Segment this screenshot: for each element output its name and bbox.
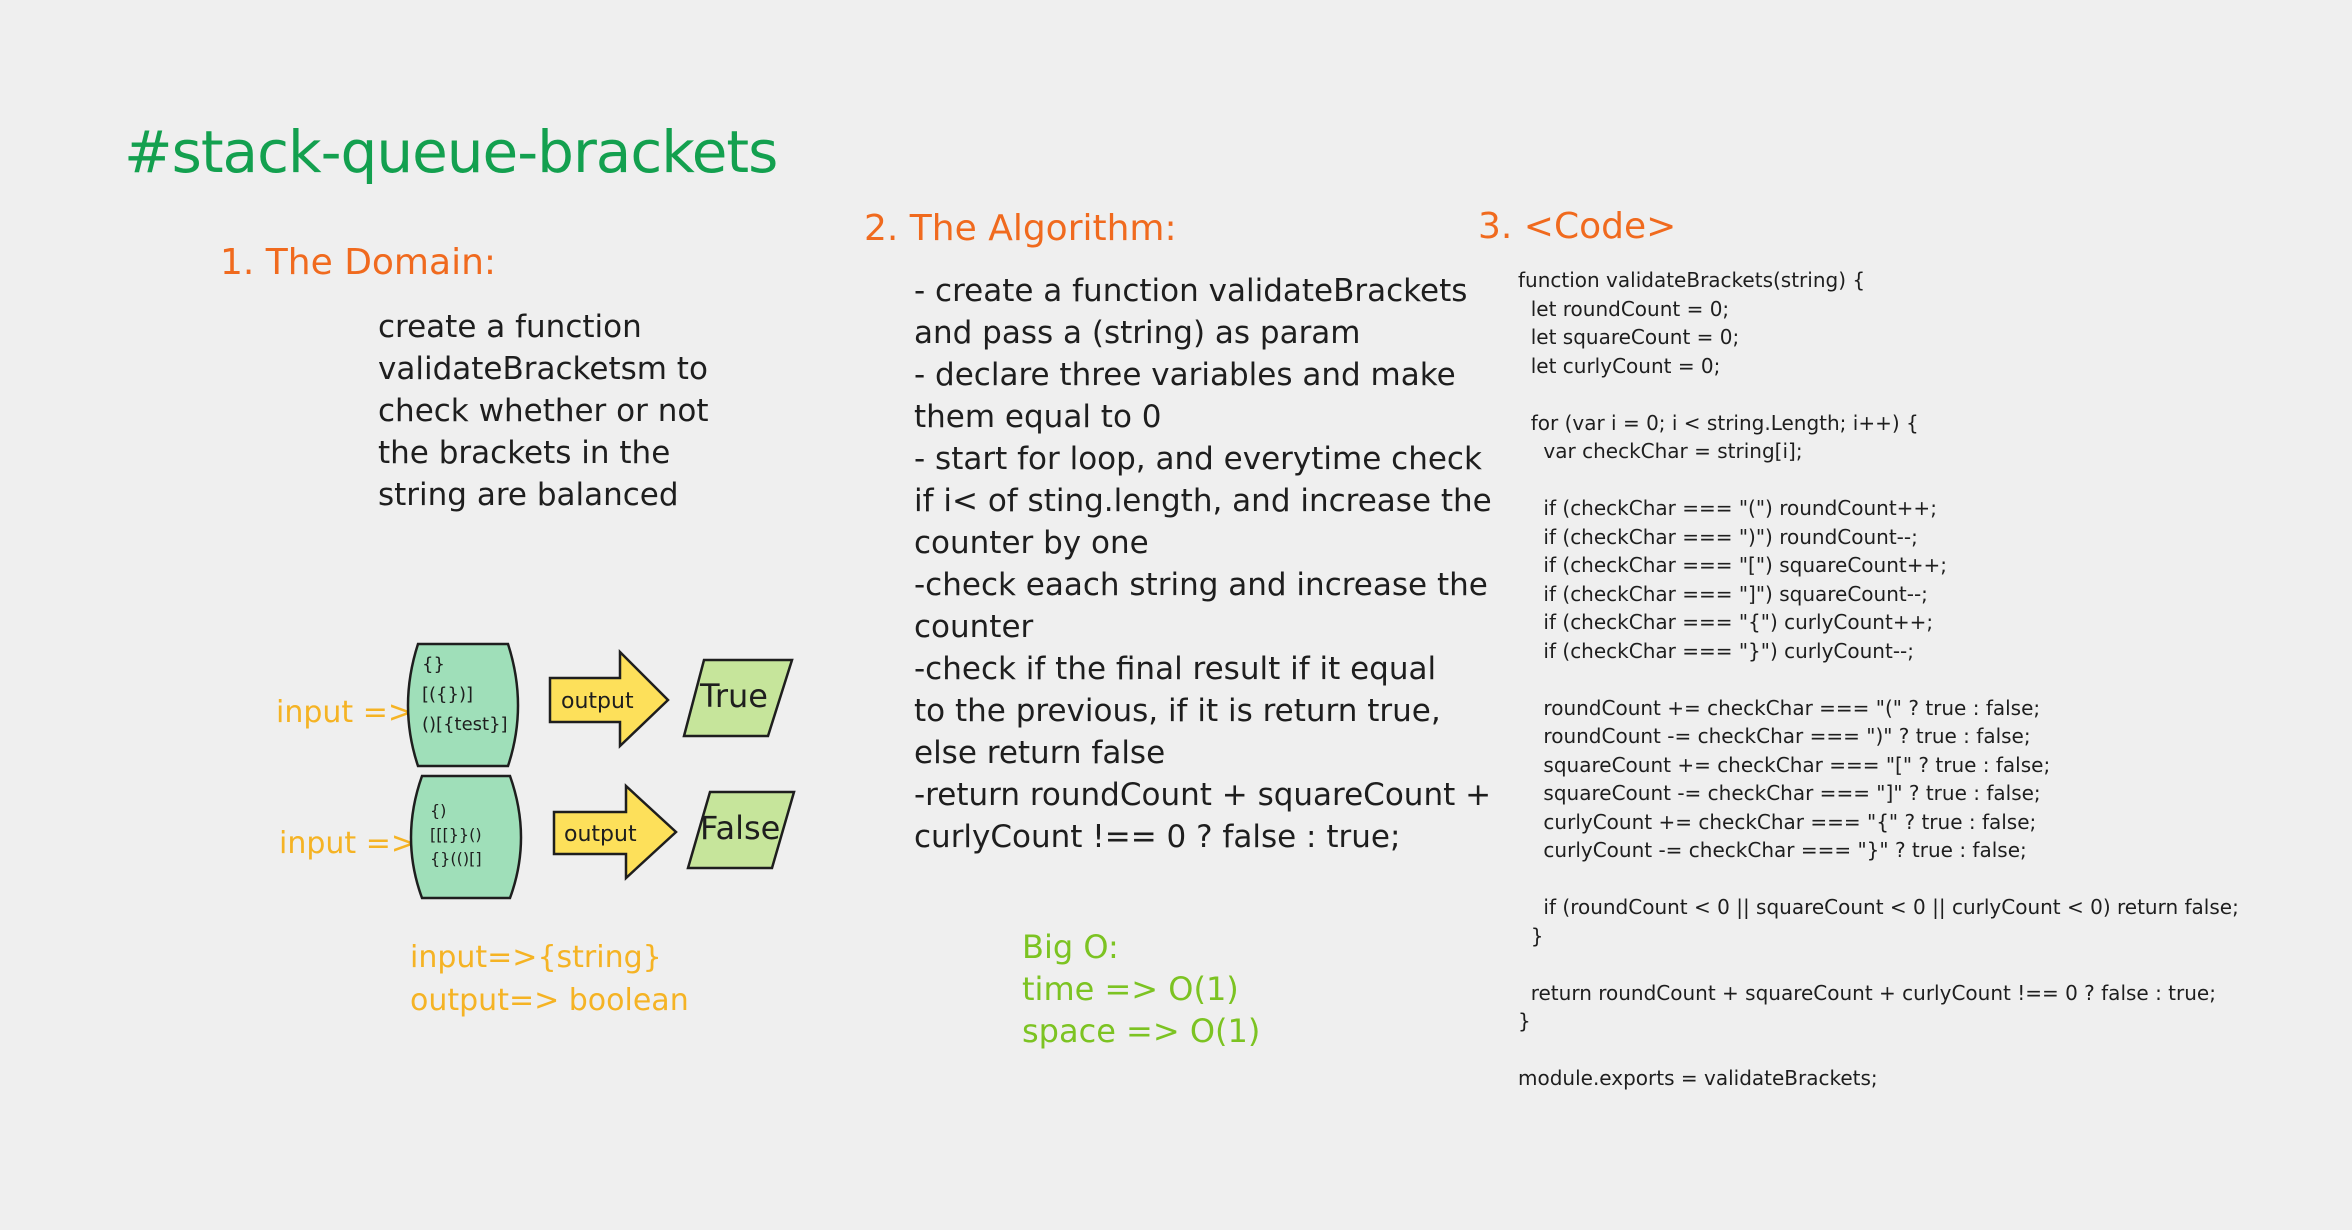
domain-line: the brackets in the [378, 435, 671, 471]
input-example: [[[}}() [430, 825, 482, 844]
input-example: ()[{test}] [422, 714, 508, 735]
output-arrow [552, 783, 678, 881]
algorithm-line: else return false [914, 735, 1166, 771]
input-example: {} [422, 654, 445, 675]
input-example: {) [430, 801, 446, 820]
code-line: if (checkChar === ")") roundCount--; [1518, 524, 1918, 549]
algorithm-line: -check if the final result if it equal [914, 651, 1437, 687]
code-line: roundCount += checkChar === "(" ? true :… [1518, 695, 2041, 720]
code-line: function validateBrackets(string) { [1518, 268, 1866, 292]
code-line: } [1518, 923, 1544, 948]
algorithm-line: -return roundCount + squareCount + [914, 777, 1492, 813]
big-o-time: time => O(1) [1022, 970, 1239, 1008]
code-line: if (checkChar === "[") squareCount++; [1518, 553, 1947, 577]
domain-description: create a function validateBracketsm to c… [378, 306, 748, 516]
domain-heading: 1. The Domain: [220, 242, 497, 283]
code-line: let curlyCount = 0; [1518, 353, 1721, 378]
input-label: input => [279, 826, 416, 861]
algorithm-line: to the previous, if it is return true, [914, 693, 1441, 729]
code-line: let roundCount = 0; [1518, 296, 1730, 321]
code-line: var checkChar = string[i]; [1518, 439, 1803, 463]
code-line: if (checkChar === "}") curlyCount--; [1518, 638, 1914, 663]
input-box [406, 642, 520, 768]
algorithm-line: if i< of sting.length, and increase the [914, 483, 1492, 519]
input-label: input => [276, 695, 413, 730]
code-line: for (var i = 0; i < string.Length; i++) … [1518, 410, 1919, 435]
code-line [1518, 665, 2239, 694]
input-box [409, 774, 523, 900]
algorithm-heading: 2. The Algorithm: [864, 208, 1177, 249]
output-arrow-label: output [561, 689, 634, 714]
result-false [686, 790, 796, 870]
code-line [1518, 1036, 2239, 1065]
algorithm-line: - create a function validateBrackets [914, 273, 1468, 309]
algorithm-line: counter by one [914, 525, 1149, 561]
code-line: return roundCount + squareCount + curlyC… [1518, 980, 2216, 1005]
code-line: module.exports = validateBrackets; [1518, 1066, 1878, 1090]
algorithm-line: -check eaach string and increase the [914, 567, 1488, 603]
result-true [682, 658, 794, 738]
code-block: function validateBrackets(string) { let … [1518, 266, 2239, 1093]
big-o-title: Big O: [1022, 928, 1119, 966]
domain-line: create a function [378, 309, 642, 345]
algorithm-line: - declare three variables and make [914, 357, 1456, 393]
io-note-input: input=>{string} [410, 940, 662, 975]
code-line [1518, 950, 2239, 979]
algorithm-line: curlyCount !== 0 ? false : true; [914, 819, 1401, 855]
code-line: squareCount -= checkChar === "]" ? true … [1518, 781, 2041, 805]
algorithm-line: and pass a (string) as param [914, 315, 1361, 351]
big-o-space: space => O(1) [1022, 1012, 1261, 1050]
algorithm-line: them equal to 0 [914, 399, 1162, 435]
code-line [1518, 466, 2239, 495]
code-line: if (checkChar === "{") curlyCount++; [1518, 610, 1934, 634]
code-line: if (checkChar === "(") roundCount++; [1518, 496, 1937, 520]
big-o-notes: Big O: time => O(1) space => O(1) [1022, 926, 1260, 1052]
algorithm-line: counter [914, 609, 1034, 645]
domain-line: check whether or not [378, 393, 709, 429]
input-example: {}(()[] [430, 849, 482, 868]
page-title: #stack-queue-brackets [124, 118, 778, 186]
code-line: if (roundCount < 0 || squareCount < 0 ||… [1518, 895, 2239, 919]
input-example: [({})] [422, 684, 473, 705]
domain-line: string are balanced [378, 477, 679, 513]
result-label: False [700, 809, 780, 847]
code-line: if (checkChar === "]") squareCount--; [1518, 581, 1928, 606]
code-line [1518, 380, 2239, 409]
result-label: True [699, 677, 768, 715]
algorithm-line: - start for loop, and everytime check [914, 441, 1482, 477]
code-line: curlyCount -= checkChar === "}" ? true :… [1518, 838, 2027, 862]
domain-line: validateBracketsm to [378, 351, 708, 387]
code-heading: 3. <Code> [1478, 206, 1677, 247]
output-arrow [548, 648, 670, 749]
algorithm-steps: - create a function validateBrackets and… [914, 270, 1492, 858]
io-note-output: output=> boolean [410, 983, 689, 1018]
output-arrow-label: output [564, 822, 637, 847]
io-note: input=>{string} output=> boolean [410, 936, 689, 1022]
code-line: } [1518, 1009, 1531, 1033]
code-line: squareCount += checkChar === "[" ? true … [1518, 752, 2051, 777]
code-line: curlyCount += checkChar === "{" ? true :… [1518, 809, 2037, 834]
code-line: let squareCount = 0; [1518, 325, 1740, 349]
code-line [1518, 865, 2239, 894]
code-line: roundCount -= checkChar === ")" ? true :… [1518, 724, 2031, 748]
